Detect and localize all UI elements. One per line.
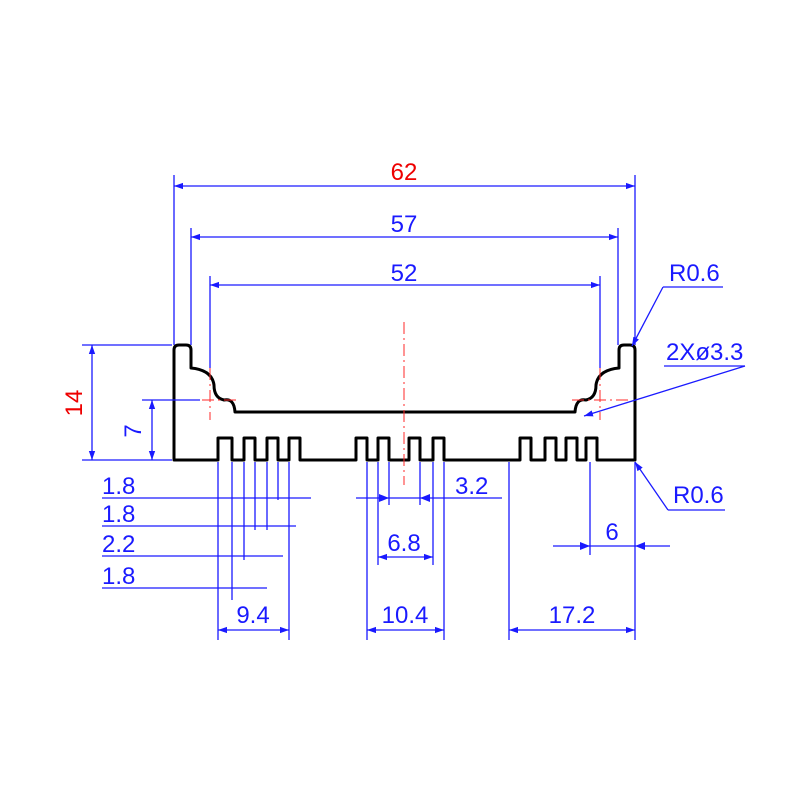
arrow-gap-left bbox=[379, 494, 389, 502]
leader-bottom-radius bbox=[634, 461, 669, 511]
dim-height: 14 bbox=[61, 390, 88, 417]
arrow-6-right bbox=[635, 542, 645, 550]
dim-gap-center: 3.2 bbox=[455, 473, 488, 500]
dim-fin-2: 1.8 bbox=[102, 501, 135, 528]
dim-hole-height: 7 bbox=[120, 424, 147, 437]
label-hole-spec: 2Xø3.3 bbox=[666, 339, 743, 366]
leader-hole-spec bbox=[583, 365, 746, 417]
dim-center-group: 6.8 bbox=[387, 530, 420, 557]
dim-fin-1: 1.8 bbox=[102, 473, 135, 500]
arrow-gap-right bbox=[420, 494, 430, 502]
dim-inner-width: 57 bbox=[391, 211, 418, 238]
dim-hole-spacing: 52 bbox=[391, 260, 418, 287]
arrow-6-left bbox=[580, 542, 590, 550]
label-top-radius: R0.6 bbox=[669, 260, 720, 287]
dim-middle-group: 10.4 bbox=[382, 602, 429, 629]
dim-right-edge: 6 bbox=[605, 519, 618, 546]
leader-top-radius bbox=[631, 286, 664, 347]
dim-left-group: 9.4 bbox=[236, 602, 269, 629]
label-bottom-radius: R0.6 bbox=[673, 482, 724, 509]
dim-fin-4: 1.8 bbox=[102, 563, 135, 590]
dim-right-group: 17.2 bbox=[549, 602, 596, 629]
dim-overall-width: 62 bbox=[391, 159, 418, 186]
dim-fin-3: 2.2 bbox=[102, 531, 135, 558]
